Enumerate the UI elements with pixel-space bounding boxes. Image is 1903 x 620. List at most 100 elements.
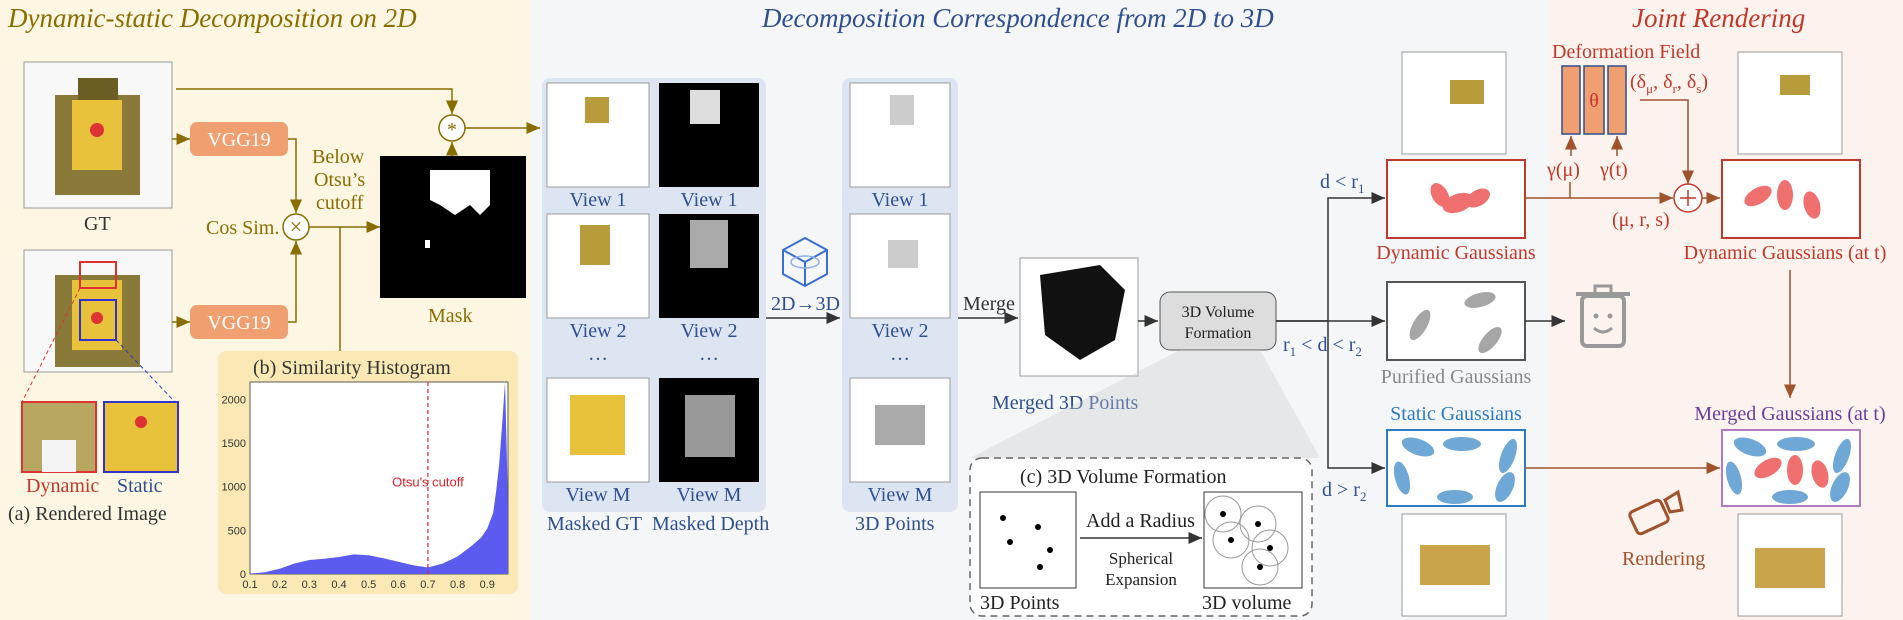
merged-gaussians-box bbox=[1721, 429, 1861, 507]
volume-points-label: 3D Points bbox=[980, 592, 1060, 614]
static-gaussians-box bbox=[1386, 429, 1526, 507]
deformation-field-label: Deformation Field bbox=[1552, 41, 1700, 63]
dynamic-crop-label: Dynamic bbox=[26, 475, 99, 497]
points-view2-label: View 2 bbox=[871, 320, 928, 342]
histogram-x-tick-label: 0.8 bbox=[450, 579, 465, 591]
histogram-title: (b) Similarity Histogram bbox=[253, 357, 451, 379]
arrow-vgg-top-to-cos bbox=[288, 138, 302, 213]
left-section-title: Dynamic-static Decomposition on 2D bbox=[7, 3, 417, 33]
cos-sim-label: Cos Sim. bbox=[206, 217, 279, 239]
viewM-depth-label: View M bbox=[677, 484, 742, 506]
purified-gaussians-box bbox=[1386, 281, 1526, 361]
vgg19-box-top: VGG19 bbox=[190, 122, 288, 156]
below-label: Below bbox=[312, 146, 365, 168]
histogram-x-ticks: 0.1 0.2 0.3 0.4 0.5 0.6 0.7 0.8 0.9 bbox=[242, 579, 495, 591]
volume-box-line2: Formation bbox=[1185, 325, 1252, 342]
gamma-mu-label: γ(μ) bbox=[1546, 159, 1580, 181]
condition-purified: r1 < d < r2 bbox=[1283, 334, 1362, 359]
theta-label: θ bbox=[1589, 90, 1599, 112]
otsu-label: Otsu’s bbox=[314, 169, 365, 191]
histogram-x-tick-label: 0.9 bbox=[480, 579, 495, 591]
volume-callout bbox=[970, 350, 1320, 458]
middle-section-title: Decomposition Correspondence from 2D to … bbox=[761, 3, 1274, 33]
viewM-gt-label: View M bbox=[566, 484, 631, 506]
arrow-gt-to-multiply bbox=[176, 88, 458, 114]
histogram-x-tick-label: 0.1 bbox=[242, 579, 257, 591]
cutoff-label: cutoff bbox=[316, 192, 364, 214]
to-3d-label: 2D→3D bbox=[771, 293, 840, 315]
gt-image bbox=[23, 61, 173, 209]
mask-image bbox=[380, 156, 526, 298]
ellipsis-gt: … bbox=[588, 343, 608, 365]
rendered-image bbox=[23, 249, 173, 373]
histogram-y-tick-label: 500 bbox=[228, 525, 246, 537]
static-crop-label: Static bbox=[117, 475, 163, 497]
view1-depth-label: View 1 bbox=[680, 189, 737, 211]
vgg19-box-bottom: VGG19 bbox=[190, 305, 288, 339]
dynamic-crop bbox=[21, 401, 97, 473]
dynamic-gaussians-box bbox=[1386, 159, 1526, 239]
gt-label: GT bbox=[84, 213, 111, 235]
static-crop bbox=[103, 401, 179, 473]
purified-gaussians-label: Purified Gaussians bbox=[1381, 366, 1532, 388]
cos-sim-multiply: × bbox=[282, 213, 310, 241]
dynamic-gaussians-t-box bbox=[1721, 159, 1861, 239]
otsu-cutoff-label: Otsu's cutoff bbox=[392, 475, 464, 490]
deformation-mlp: θ bbox=[1561, 65, 1627, 135]
spherical-label: Spherical bbox=[1109, 549, 1173, 568]
points-ellipsis: … bbox=[890, 343, 910, 365]
condition-static: d > r2 bbox=[1322, 479, 1366, 504]
add-radius-label: Add a Radius bbox=[1086, 510, 1195, 532]
volume-box-line1: 3D Volume bbox=[1182, 304, 1255, 321]
vgg19-bottom-label: VGG19 bbox=[207, 312, 270, 334]
arrow-to-static bbox=[1327, 321, 1385, 474]
volume-spheres-label: 3D volume bbox=[1202, 592, 1292, 614]
trash-icon bbox=[1576, 284, 1630, 348]
dynamic-gaussians-label: Dynamic Gaussians bbox=[1376, 242, 1536, 264]
histogram-x-tick-label: 0.7 bbox=[420, 579, 435, 591]
cube-icon bbox=[782, 236, 828, 288]
histogram-x-tick-label: 0.3 bbox=[302, 579, 317, 591]
volume-formation-box: 3D Volume Formation bbox=[1159, 291, 1277, 351]
volume-formation-panel: (c) 3D Volume Formation 3D Points Add a … bbox=[969, 457, 1313, 617]
svg-text:*: * bbox=[447, 119, 457, 141]
expansion-label: Expansion bbox=[1105, 570, 1177, 589]
static-gaussians-label: Static Gaussians bbox=[1390, 403, 1522, 425]
histogram-x-tick-label: 0.4 bbox=[331, 579, 346, 591]
plus-operator bbox=[1673, 183, 1703, 213]
zoom-line-dynamic bbox=[21, 287, 81, 403]
histogram-y-tick-label: 1500 bbox=[222, 438, 246, 450]
arrow-delta-to-plus bbox=[1640, 99, 1694, 184]
points-panel: View 1 View 2 … View M bbox=[842, 78, 958, 512]
points-caption: 3D Points bbox=[855, 513, 935, 535]
volume-panel-title: (c) 3D Volume Formation bbox=[1020, 466, 1226, 488]
zoom-line-static bbox=[115, 339, 176, 403]
masked-depth-caption: Masked Depth bbox=[652, 513, 769, 535]
vgg19-top-label: VGG19 bbox=[207, 129, 270, 151]
camera-icon bbox=[1628, 489, 1684, 536]
dyn-t-render-thumb bbox=[1737, 51, 1843, 155]
merged-gaussians-label: Merged Gaussians (at t) bbox=[1694, 403, 1885, 425]
histogram-y-tick-label: 1000 bbox=[222, 482, 246, 494]
views-panel: View 1 View 1 View 2 View 2 … … View M V… bbox=[542, 78, 766, 512]
histogram-x-tick-label: 0.2 bbox=[272, 579, 287, 591]
histogram-area bbox=[250, 382, 508, 574]
histogram-plot-area bbox=[249, 381, 509, 575]
gamma-t-label: γ(t) bbox=[1599, 159, 1628, 181]
right-section-title: Joint Rendering bbox=[1632, 3, 1805, 33]
histogram-x-tick-label: 0.5 bbox=[361, 579, 376, 591]
masked-gt-caption: Masked GT bbox=[547, 513, 642, 535]
rendered-image-label: (a) Rendered Image bbox=[8, 503, 167, 525]
merged-points-image bbox=[1019, 257, 1139, 377]
histogram-y-tick-label: 2000 bbox=[222, 394, 246, 406]
histogram-x-tick-label: 0.6 bbox=[391, 579, 406, 591]
delta-output-label: (δμ, δr, δs) bbox=[1630, 71, 1708, 96]
histogram-panel: (b) Similarity Histogram 050010001500200… bbox=[218, 351, 518, 594]
points-view1-label: View 1 bbox=[871, 189, 928, 211]
mask-label: Mask bbox=[428, 305, 472, 327]
ellipsis-depth: … bbox=[699, 343, 719, 365]
points-viewM-label: View M bbox=[868, 484, 933, 506]
mu-r-s-label: (μ, r, s) bbox=[1612, 209, 1670, 231]
